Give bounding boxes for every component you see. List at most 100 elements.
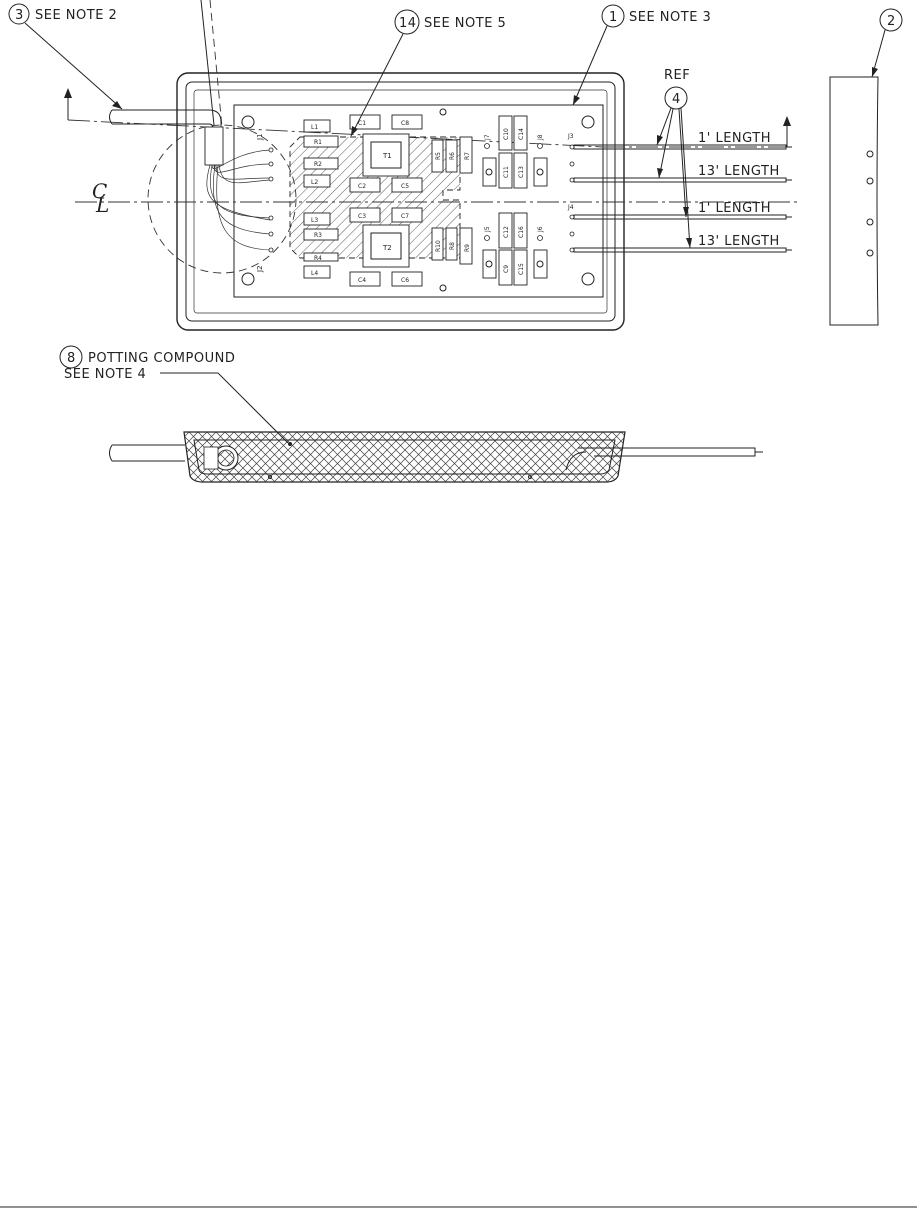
svg-text:R10: R10 bbox=[435, 240, 442, 252]
mounting-hole bbox=[582, 116, 594, 128]
callout-8: 8 POTTING COMPOUND SEE NOTE 4 bbox=[60, 346, 288, 443]
component-r3: R3 bbox=[304, 229, 338, 240]
svg-text:R6: R6 bbox=[449, 152, 456, 160]
lead-length-1: 1' LENGTH bbox=[698, 131, 771, 146]
connector-j5: J5 bbox=[484, 226, 491, 233]
mounting-hole bbox=[582, 273, 594, 285]
component-c6: C6 bbox=[392, 272, 422, 286]
lead-length-3: 1' LENGTH bbox=[698, 201, 771, 216]
svg-text:C2: C2 bbox=[358, 183, 366, 190]
component-r6: R6 bbox=[446, 140, 457, 172]
centerline-symbol: C L bbox=[92, 179, 109, 217]
component-r5: R5 bbox=[432, 140, 443, 172]
component-r8: R8 bbox=[446, 228, 457, 260]
svg-text:T2: T2 bbox=[382, 244, 392, 252]
svg-text:C10: C10 bbox=[503, 128, 510, 140]
component-c5: C5 bbox=[392, 178, 422, 192]
callout-4: REF 4 bbox=[657, 68, 692, 248]
svg-text:C12: C12 bbox=[503, 226, 510, 238]
component-c9: C9 bbox=[499, 250, 512, 285]
top-view: J1 J2 T1 T2 L1 C1 C8 R1 R2 L2 C2 C5 L3 C… bbox=[64, 73, 800, 330]
component-c7: C7 bbox=[392, 208, 422, 222]
component-c10: C10 bbox=[499, 116, 512, 150]
component-c1: C1 bbox=[350, 115, 380, 129]
svg-text:C1: C1 bbox=[358, 120, 366, 127]
svg-text:R3: R3 bbox=[314, 232, 322, 239]
component-c16: C16 bbox=[514, 213, 527, 248]
svg-text:C8: C8 bbox=[401, 120, 409, 127]
svg-text:R7: R7 bbox=[464, 152, 471, 160]
svg-text:REF: REF bbox=[664, 68, 690, 83]
svg-text:L: L bbox=[95, 193, 109, 217]
callout-2: 2 bbox=[872, 9, 902, 77]
connector-j3: J3 bbox=[567, 133, 574, 140]
component-r1: R1 bbox=[304, 136, 338, 147]
transformer-t1: T1 bbox=[363, 134, 409, 176]
transformer-t2: T2 bbox=[363, 225, 409, 267]
component-c15: C15 bbox=[514, 250, 527, 285]
mounting-hole bbox=[242, 273, 254, 285]
lead-length-2: 13' LENGTH bbox=[698, 164, 780, 179]
svg-text:R8: R8 bbox=[449, 242, 456, 250]
svg-text:C7: C7 bbox=[401, 213, 409, 220]
svg-text:C11: C11 bbox=[503, 166, 510, 178]
svg-text:C4: C4 bbox=[358, 277, 366, 284]
component-l1: L1 bbox=[304, 120, 330, 132]
svg-text:C14: C14 bbox=[518, 128, 525, 140]
svg-text:T1: T1 bbox=[382, 152, 392, 160]
svg-text:R5: R5 bbox=[435, 152, 442, 160]
connector-j4: J4 bbox=[567, 204, 574, 211]
mounting-hole bbox=[242, 116, 254, 128]
mounting-hole bbox=[440, 109, 446, 115]
component-c4: C4 bbox=[350, 272, 380, 286]
svg-text:L4: L4 bbox=[311, 270, 318, 277]
svg-text:SEE NOTE 4: SEE NOTE 4 bbox=[64, 367, 146, 382]
svg-text:2: 2 bbox=[887, 14, 896, 29]
svg-text:1: 1 bbox=[609, 10, 618, 25]
svg-text:R1: R1 bbox=[314, 139, 322, 146]
svg-text:SEE NOTE 3: SEE NOTE 3 bbox=[629, 10, 711, 25]
j1-pins bbox=[269, 148, 273, 252]
svg-text:C16: C16 bbox=[518, 226, 525, 238]
callout-3: 3 SEE NOTE 2 bbox=[9, 4, 122, 109]
svg-text:R9: R9 bbox=[464, 244, 471, 252]
svg-text:3: 3 bbox=[15, 8, 24, 23]
connector-j6: J6 bbox=[537, 226, 544, 233]
end-cover-view bbox=[830, 77, 878, 325]
component-r4: R4 bbox=[304, 253, 338, 262]
component-c12: C12 bbox=[499, 213, 512, 248]
connector-j7: J7 bbox=[484, 134, 491, 141]
connector-j1: J1 bbox=[256, 133, 264, 141]
mounting-hole bbox=[440, 285, 446, 291]
connector-j2: J2 bbox=[256, 265, 264, 273]
connector-j8: J8 bbox=[537, 134, 544, 141]
svg-text:SEE NOTE 5: SEE NOTE 5 bbox=[424, 16, 506, 31]
svg-text:C3: C3 bbox=[358, 213, 366, 220]
component-c14: C14 bbox=[514, 116, 527, 150]
svg-text:C5: C5 bbox=[401, 183, 409, 190]
svg-text:R4: R4 bbox=[314, 255, 322, 262]
svg-text:L1: L1 bbox=[311, 124, 318, 131]
svg-text:C6: C6 bbox=[401, 277, 409, 284]
component-c3: C3 bbox=[350, 208, 380, 222]
svg-text:8: 8 bbox=[67, 351, 76, 366]
svg-text:L3: L3 bbox=[311, 217, 318, 224]
lead-length-4: 13' LENGTH bbox=[698, 234, 780, 249]
component-c13: C13 bbox=[514, 153, 527, 188]
svg-text:POTTING COMPOUND: POTTING COMPOUND bbox=[88, 351, 235, 366]
component-r9: R9 bbox=[460, 228, 472, 264]
svg-text:14: 14 bbox=[399, 16, 417, 31]
component-c2: C2 bbox=[350, 178, 380, 192]
component-r10: R10 bbox=[432, 228, 443, 260]
component-l4: L4 bbox=[304, 266, 330, 278]
svg-text:R2: R2 bbox=[314, 161, 322, 168]
section-view bbox=[110, 432, 764, 482]
svg-text:C13: C13 bbox=[518, 166, 525, 178]
svg-text:4: 4 bbox=[672, 92, 681, 107]
component-r7: R7 bbox=[460, 137, 472, 173]
svg-text:C15: C15 bbox=[518, 263, 525, 275]
svg-text:L2: L2 bbox=[311, 179, 318, 186]
svg-text:SEE NOTE 2: SEE NOTE 2 bbox=[35, 8, 117, 23]
component-l2: L2 bbox=[304, 175, 330, 187]
